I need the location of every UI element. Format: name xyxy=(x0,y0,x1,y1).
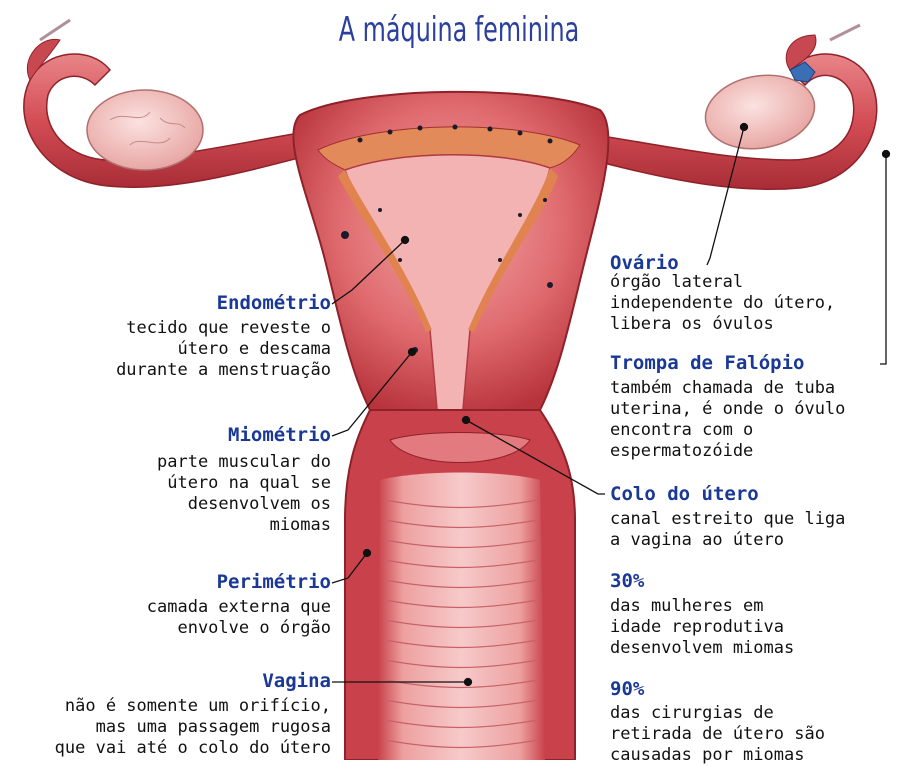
label-trompa: Trompa de Falópio xyxy=(610,352,804,374)
left-ovary xyxy=(87,90,203,170)
desc-endometrio: tecido que reveste o útero e descama dur… xyxy=(116,318,331,381)
desc-trompa: também chamada de tuba uterina, é onde o… xyxy=(610,378,845,462)
page-title: A máquina feminina xyxy=(101,10,817,50)
uterus-body xyxy=(293,92,608,420)
stat-value-30: 30% xyxy=(610,570,644,592)
desc-colo: canal estreito que liga a vagina ao úter… xyxy=(610,509,845,551)
desc-miometrio: parte muscular do útero na qual se desen… xyxy=(157,452,331,536)
stat-desc-30: das mulheres em idade reprodutiva desenv… xyxy=(610,596,794,659)
desc-ovario: órgão lateral independente do útero, lib… xyxy=(610,272,835,335)
stat-value-90: 90% xyxy=(610,678,644,700)
label-perimetrio: Perimétrio xyxy=(217,571,331,593)
desc-perimetrio: camada externa que envolve o órgão xyxy=(147,597,331,639)
desc-vagina: não é somente um orifício, mas uma passa… xyxy=(55,696,331,759)
right-ovary xyxy=(700,62,821,157)
label-ovario: Ovário xyxy=(610,252,679,274)
label-vagina: Vagina xyxy=(262,670,331,692)
stat-desc-90: das cirurgias de retirada de útero são c… xyxy=(610,703,825,766)
label-miometrio: Miométrio xyxy=(228,424,331,446)
label-endometrio: Endométrio xyxy=(217,292,331,314)
label-colo: Colo do útero xyxy=(610,483,759,505)
